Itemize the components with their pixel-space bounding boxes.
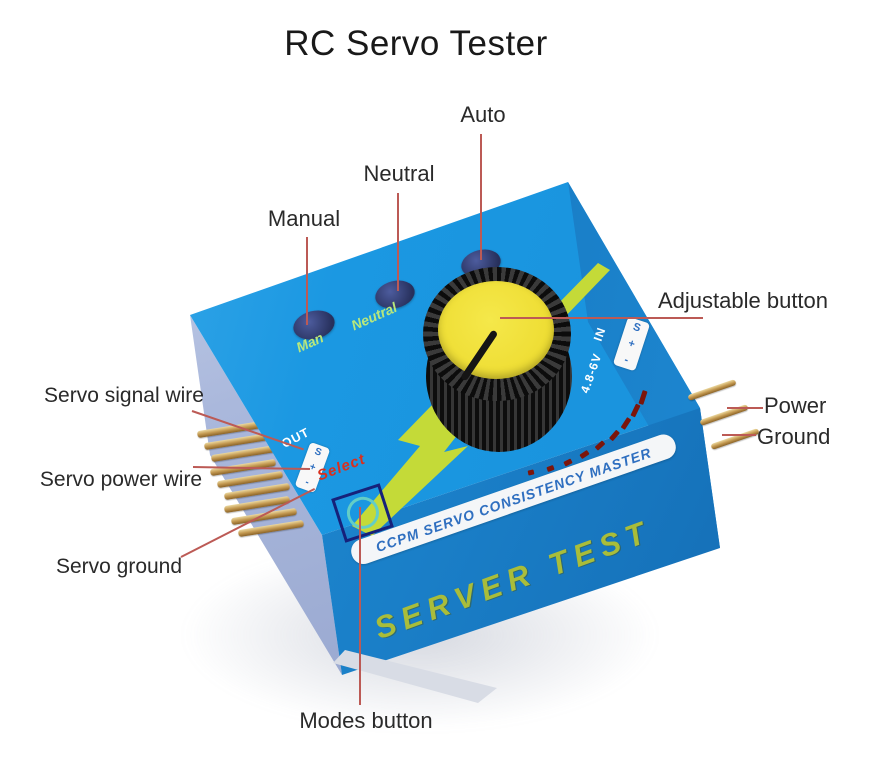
servo-ground-label: Servo ground (55, 555, 183, 578)
out-pin-minus: - (303, 476, 311, 488)
ground-label: Ground (757, 424, 831, 449)
manual-label: Manual (267, 206, 341, 231)
adjustable-knob-cap (438, 281, 554, 379)
neutral-leader-line (397, 193, 399, 291)
in-pin-minus: - (622, 353, 630, 367)
auto-label: Auto (460, 102, 506, 127)
power-leader-line (727, 407, 763, 409)
auto-leader-line (480, 134, 482, 260)
page-title: RC Servo Tester (284, 24, 548, 63)
power-in-pin (710, 428, 760, 450)
modes-button-label: Modes button (299, 708, 433, 733)
servo-signal-wire-label: Servo signal wire (44, 384, 204, 407)
neutral-label: Neutral (363, 161, 435, 186)
modes-button-circle (342, 492, 383, 534)
adjustable-leader-line (500, 317, 703, 319)
adjustable-button-label: Adjustable button (658, 288, 829, 313)
manual-leader-line (306, 237, 308, 325)
ground-leader-line (722, 434, 756, 436)
in-pin-s: S (631, 321, 642, 335)
out-pin-s: S (312, 446, 323, 460)
servo-power-wire-label: Servo power wire (39, 468, 203, 491)
power-in-pin (687, 379, 737, 401)
power-label: Power (764, 393, 827, 418)
modes-leader-line (359, 507, 361, 705)
in-pin-plus: + (626, 337, 637, 351)
